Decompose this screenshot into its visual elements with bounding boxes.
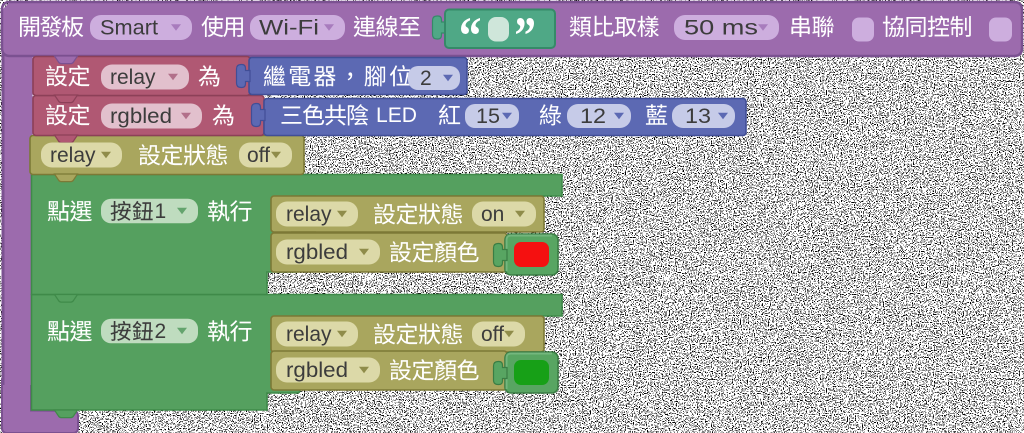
svg-text:rgbled: rgbled bbox=[286, 359, 348, 382]
svg-text:rgbled: rgbled bbox=[286, 241, 348, 264]
svg-text:12: 12 bbox=[580, 105, 606, 128]
svg-text:2: 2 bbox=[155, 320, 167, 343]
svg-text:Wi-Fi: Wi-Fi bbox=[259, 17, 319, 40]
svg-text:2: 2 bbox=[420, 67, 432, 90]
svg-text:rgbled: rgbled bbox=[110, 105, 172, 128]
svg-text:off: off bbox=[481, 323, 504, 346]
svg-text:13: 13 bbox=[685, 105, 711, 128]
svg-text:1: 1 bbox=[155, 200, 167, 223]
svg-text:relay: relay bbox=[50, 144, 96, 167]
svg-text:15: 15 bbox=[476, 105, 500, 128]
svg-text:on: on bbox=[481, 203, 504, 226]
svg-text:Smart: Smart bbox=[100, 17, 158, 40]
svg-text:LED: LED bbox=[376, 104, 417, 127]
svg-text:off: off bbox=[247, 144, 270, 167]
svg-text:relay: relay bbox=[286, 203, 332, 226]
svg-text:relay: relay bbox=[110, 66, 156, 89]
svg-text:50 ms: 50 ms bbox=[684, 17, 758, 40]
svg-text:relay: relay bbox=[286, 323, 332, 346]
